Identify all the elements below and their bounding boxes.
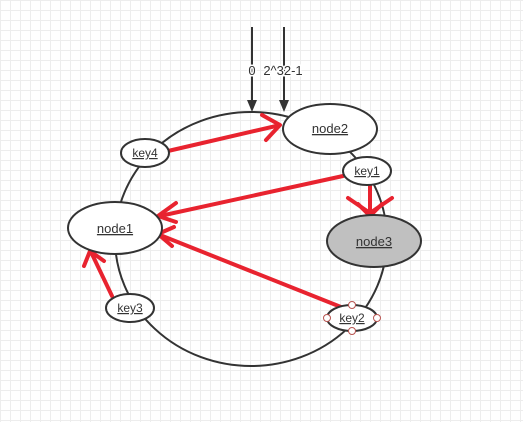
resize-handle-left bbox=[323, 314, 331, 322]
arrow-key1-to-node1 bbox=[156, 174, 345, 224]
resize-handle-right bbox=[373, 314, 381, 322]
key2-label: key2 bbox=[339, 311, 365, 325]
hash-start-label: 0 bbox=[248, 63, 255, 78]
node1-label: node1 bbox=[97, 221, 133, 236]
resize-handle-top bbox=[348, 301, 356, 309]
key-key4[interactable]: key4 bbox=[120, 138, 170, 168]
key1-label: key1 bbox=[354, 164, 380, 178]
arrow-key3-to-node1 bbox=[82, 249, 114, 298]
key-key1[interactable]: key1 bbox=[342, 156, 392, 186]
node-node3[interactable]: node3 bbox=[326, 214, 422, 268]
node-node2[interactable]: node2 bbox=[282, 103, 378, 155]
key-key3[interactable]: key3 bbox=[105, 293, 155, 323]
arrow-key4-to-node2 bbox=[166, 113, 282, 153]
key4-label: key4 bbox=[132, 146, 158, 160]
node-node1[interactable]: node1 bbox=[67, 201, 163, 255]
resize-handle-bottom bbox=[348, 327, 356, 335]
arrow-key2-to-node1 bbox=[156, 225, 343, 309]
hash-start-pointer bbox=[247, 27, 257, 112]
node2-label: node2 bbox=[312, 121, 348, 136]
node3-label: node3 bbox=[356, 234, 392, 249]
hash-end-pointer bbox=[279, 27, 289, 112]
hash-end-label: 2^32-1 bbox=[263, 63, 302, 78]
key2-selection-handles[interactable] bbox=[323, 301, 381, 335]
key3-label: key3 bbox=[117, 301, 143, 315]
